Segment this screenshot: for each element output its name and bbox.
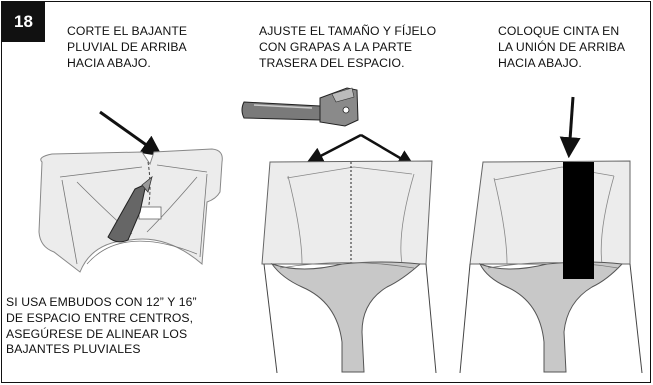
- caption-adjust: AJUSTE EL TAMAÑO Y FÍJELO CON GRAPAS A L…: [259, 24, 436, 71]
- step-number-badge: 18: [2, 2, 45, 42]
- panel-2-staple-illustration: [241, 87, 437, 374]
- panel-3-tape-illustration: [459, 96, 643, 374]
- caption-adjust-line-2: CON GRAPAS A LA PARTE: [259, 39, 413, 54]
- caption-note-line-1: SI USA EMBUDOS CON 12” Y 16”: [6, 295, 197, 309]
- caption-note-line-3: ASEGÚRESE DE ALINEAR LOS: [6, 326, 188, 341]
- caption-adjust-line-1: AJUSTE EL TAMAÑO Y FÍJELO: [259, 24, 437, 38]
- caption-cut-line-1: CORTE EL BAJANTE: [67, 24, 188, 38]
- caption-tape: COLOQUE CINTA EN LA UNIÓN DE ARRIBA HACI…: [498, 24, 625, 71]
- downspout-collector-2: [261, 160, 433, 265]
- caption-note: SI USA EMBUDOS CON 12” Y 16” DE ESPACIO …: [6, 295, 199, 359]
- caption-cut-line-3: HACIA ABAJO.: [67, 55, 151, 70]
- caption-tape-line-2: LA UNIÓN DE ARRIBA: [498, 39, 626, 54]
- cut-arrow: [99, 110, 163, 157]
- caption-cut: CORTE EL BAJANTE PLUVIAL DE ARRIBA HACIA…: [67, 24, 187, 71]
- caption-cut-line-2: PLUVIAL DE ARRIBA: [67, 39, 187, 54]
- caption-note-line-2: DE ESPACIO ENTRE CENTROS,: [6, 310, 194, 325]
- caption-adjust-line-3: TRASERA DEL ESPACIO.: [259, 55, 405, 70]
- downspout-collector-3: [469, 160, 631, 265]
- tape-arrow: [559, 96, 581, 159]
- caption-tape-line-1: COLOQUE CINTA EN: [498, 24, 620, 38]
- caption-tape-line-3: HACIA ABAJO.: [498, 55, 582, 70]
- tape-strip: [563, 162, 594, 279]
- stapler-tool-shape: [241, 87, 359, 127]
- panel-1-cut-illustration: [38, 110, 223, 273]
- caption-note-line-4: BAJANTES PLUVIALES: [6, 342, 141, 357]
- snips-tool-shape: [107, 183, 147, 243]
